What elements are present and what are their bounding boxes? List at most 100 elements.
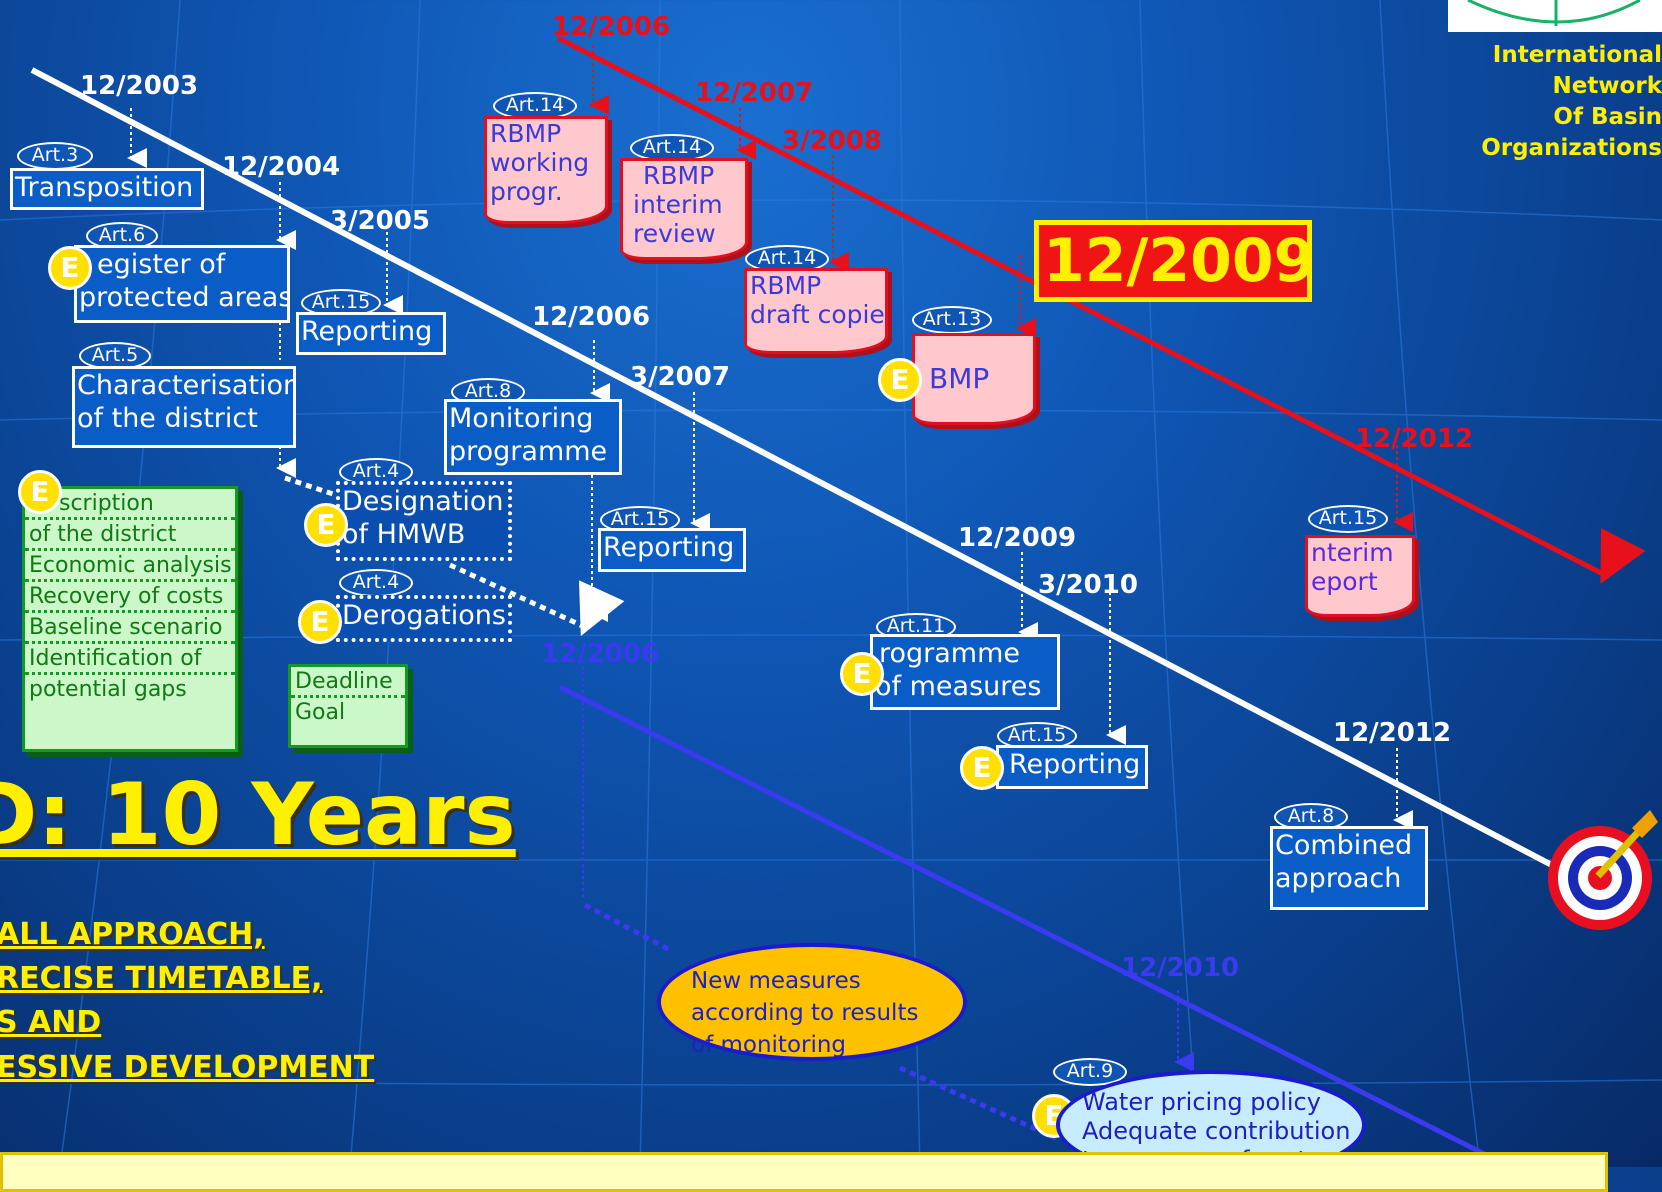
bubble-line: of monitoring [691, 1032, 847, 1058]
doc-label: RBMP [750, 271, 822, 300]
box-label: of measures [875, 671, 1042, 702]
date-label: 12/2009 [958, 523, 1077, 553]
date-label: 3/2007 [630, 362, 730, 392]
e-marker-icon: E [18, 470, 62, 514]
inbo-line: Of Basin [1553, 104, 1662, 130]
box-label: Reporting [603, 532, 735, 563]
blue-timeline-line [558, 684, 1512, 1167]
doc-label: review [633, 219, 716, 248]
callout-item: Baseline scenario [25, 613, 235, 644]
article-tag: Art.15 [1308, 505, 1388, 533]
measures-box: rogramme of measures [870, 634, 1060, 710]
characterisation-box: Characterisation of the district [72, 366, 296, 448]
article-tag: Art.13 [912, 306, 992, 334]
article-tag: Art.5 [79, 342, 151, 370]
monitoring-box: Monitoring programme [444, 399, 622, 475]
date-label-red: 12/2012 [1355, 424, 1474, 454]
doc-label: BMP [929, 362, 990, 395]
doc-label: draft copies [750, 300, 888, 329]
callout-item: Recovery of costs [25, 582, 235, 613]
characterisation-callout: scription of the district Economic analy… [22, 486, 238, 752]
box-label: Designation [342, 486, 504, 517]
interim-report-doc: nterim eport [1305, 535, 1415, 617]
register-box: egister of protected areas [74, 245, 290, 323]
callout-item: Goal [295, 700, 346, 725]
e-marker-icon: E [840, 652, 884, 696]
box-label: of the district [77, 403, 258, 434]
article-tag: Art.3 [17, 142, 93, 170]
date-label: 3/2010 [1038, 570, 1138, 600]
e-marker-icon: E [304, 503, 348, 547]
callout-item: scription [25, 489, 235, 520]
date-label-blue: 12/2006 [541, 639, 660, 669]
box-label: Reporting [1009, 749, 1141, 780]
rbmp-doc: BMP [912, 333, 1036, 425]
article-tag: Art.9 [1053, 1058, 1127, 1086]
target-icon [1548, 810, 1658, 930]
slide-title: D: 10 Years [0, 765, 516, 865]
doc-label: RBMP [490, 119, 562, 148]
date-label-red: 12/2007 [695, 78, 814, 108]
inbo-name: International Network Of Basin Organizat… [1422, 40, 1662, 164]
article-tag: Art.4 [339, 569, 413, 597]
bubble-line: Adequate contribution [1082, 1117, 1351, 1145]
box-label: Derogations [342, 600, 506, 631]
e-marker-icon: E [960, 746, 1004, 790]
callout-item: potential gaps [29, 677, 187, 702]
doc-label: nterim [1311, 538, 1394, 567]
bubble-line: New measures [691, 968, 861, 994]
date-label: 12/2006 [532, 302, 651, 332]
callout-item: Economic analysis [25, 551, 235, 582]
reporting-box: Reporting [996, 745, 1148, 789]
deadline-callout: Deadline Goal [288, 664, 408, 748]
derogations-box: Derogations [336, 595, 512, 642]
box-label: programme [449, 436, 608, 467]
callout-item: of the district [25, 520, 235, 551]
date-label: 12/2003 [80, 71, 199, 101]
rbmp-draft-doc: RBMP draft copies [744, 268, 888, 354]
e-marker-icon: E [298, 600, 342, 644]
doc-label: RBMP [643, 161, 715, 190]
doc-label: progr. [490, 177, 563, 206]
hmwb-box: Designation of HMWB [336, 481, 512, 561]
box-label: protected areas [79, 282, 290, 313]
date-label-blue: 12/2010 [1121, 953, 1240, 983]
box-label: Characterisation [77, 370, 296, 401]
box-label: Transposition [15, 172, 194, 203]
box-label: Combined [1275, 830, 1413, 861]
reporting-box: Reporting [296, 312, 446, 355]
inbo-logo [1448, 0, 1662, 32]
box-label: Reporting [301, 316, 433, 347]
footer-bar [0, 1152, 1608, 1192]
date-label: 3/2005 [330, 206, 430, 236]
date-label: 12/2004 [222, 152, 341, 182]
box-label: Monitoring [449, 403, 594, 434]
article-tag: Art.15 [997, 722, 1077, 750]
rbmp-interim-doc: RBMP interim review [620, 158, 748, 260]
deadline-banner: 12/2009 [1034, 220, 1315, 302]
box-label: rogramme [879, 638, 1021, 669]
doc-label: working [490, 148, 590, 177]
slide-subtitle: RECISE TIMETABLE, [0, 961, 323, 996]
date-label-red: 12/2006 [552, 12, 671, 42]
rbmp-working-doc: RBMP working progr. [484, 116, 608, 224]
transposition-box: Transposition [10, 168, 204, 210]
slide-subtitle: ALL APPROACH, [0, 917, 265, 952]
white-timeline-line [30, 67, 1592, 888]
box-label: approach [1275, 863, 1402, 894]
slide-subtitle: S AND [0, 1005, 102, 1040]
combined-approach-box: Combined approach [1270, 826, 1428, 910]
box-label: egister of [97, 249, 226, 280]
box-label: of HMWB [342, 519, 466, 550]
callout-item: Identification of [25, 644, 235, 675]
bubble-line: Water pricing policy [1082, 1088, 1321, 1116]
red-timeline-line [556, 35, 1646, 584]
e-marker-icon: E [878, 358, 922, 402]
bubble-line: according to results [691, 1000, 919, 1026]
callout-item: Deadline [291, 667, 405, 698]
date-label: 12/2012 [1333, 718, 1452, 748]
inbo-line: Organizations [1481, 135, 1662, 161]
inbo-line: International [1492, 42, 1662, 68]
reporting-box: Reporting [598, 528, 746, 572]
new-measures-bubble: New measures according to results of mon… [657, 943, 967, 1061]
